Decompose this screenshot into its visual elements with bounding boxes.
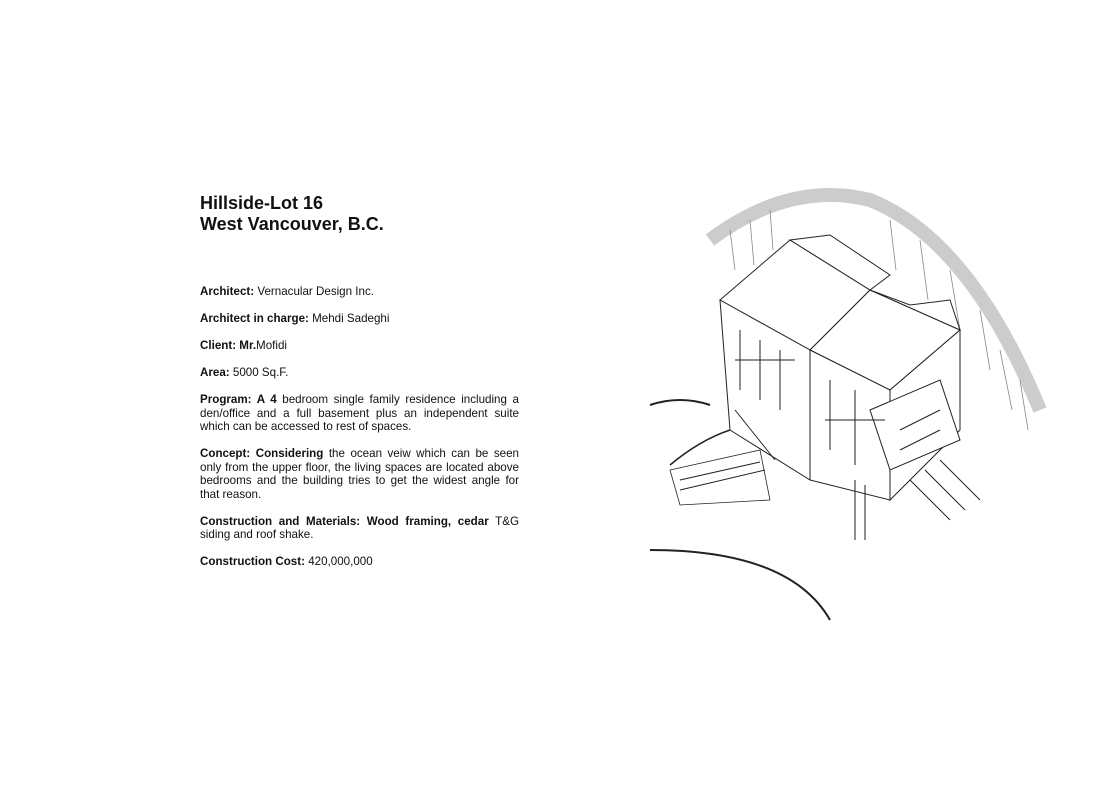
info-client: Client: Mr.Mofidi [200,339,287,352]
ground-line-2 [669,429,731,466]
ground-line [649,399,831,621]
info-architect-in-charge: Architect in charge: Mehdi Sadeghi [200,312,390,325]
info-area: Area: 5000 Sq.F. [200,366,289,379]
info-concept: Concept: Considering the ocean veiw whic… [200,447,519,501]
project-title: Hillside-Lot 16 West Vancouver, B.C. [200,193,384,235]
title-line-2: West Vancouver, B.C. [200,214,384,234]
title-line-1: Hillside-Lot 16 [200,193,324,213]
house-sketch [649,188,1047,621]
info-architect: Architect: Vernacular Design Inc. [200,285,374,298]
trees-hatching [705,188,1047,431]
info-materials: Construction and Materials: Wood framing… [200,514,519,542]
project-info: Architect: Vernacular Design Inc. Archit… [200,285,519,582]
house [669,234,981,540]
info-program: Program: A 4 bedroom single family resid… [200,393,519,433]
info-cost: Construction Cost: 420,000,000 [200,555,373,568]
